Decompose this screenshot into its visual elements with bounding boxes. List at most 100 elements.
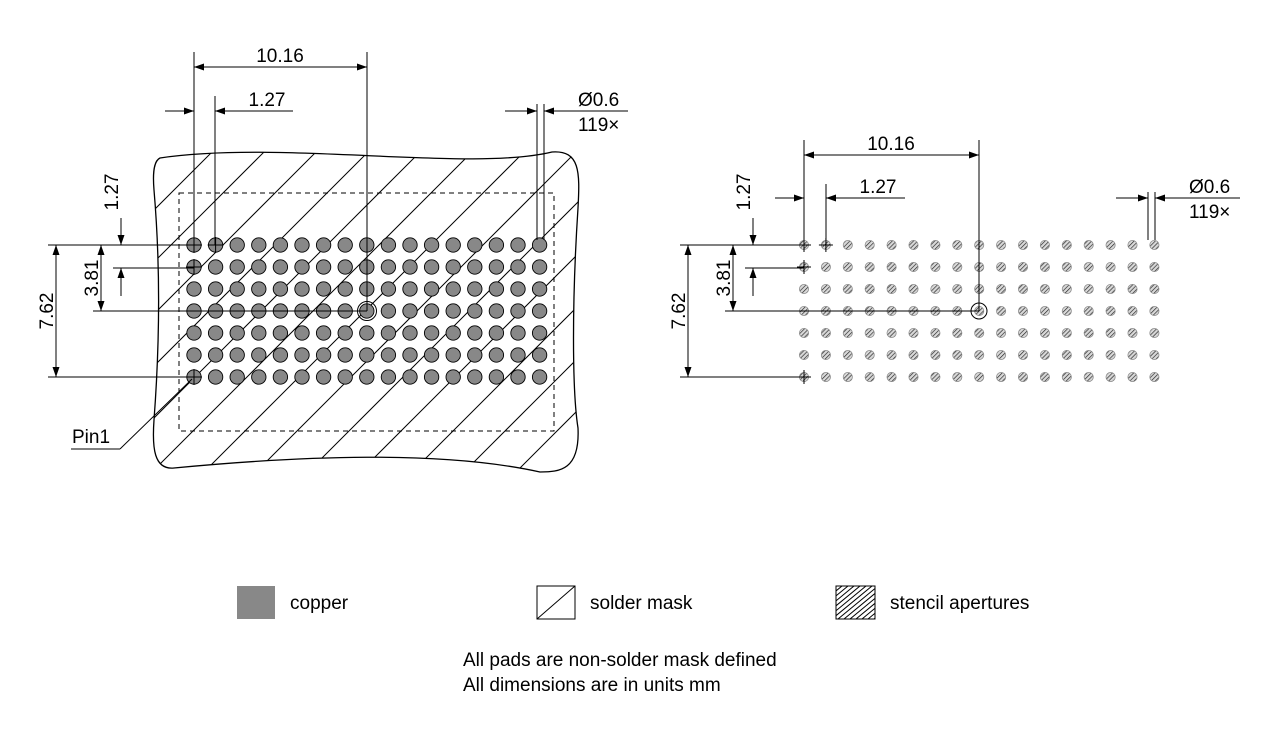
copper-pad bbox=[229, 369, 245, 385]
stencil-aperture bbox=[886, 239, 897, 250]
stencil-aperture bbox=[974, 327, 985, 338]
copper-swatch bbox=[237, 586, 275, 619]
legend: copper solder mask stencil apertures bbox=[237, 585, 1029, 620]
stencil-aperture bbox=[1127, 239, 1138, 250]
copper-pad bbox=[272, 259, 289, 275]
copper-pad bbox=[359, 369, 375, 385]
copper-pad bbox=[315, 237, 332, 253]
pad-reference-mark bbox=[186, 259, 202, 275]
dim-pitch-x-left: 1.27 bbox=[165, 90, 293, 245]
stencil-aperture bbox=[1149, 371, 1160, 382]
copper-pad bbox=[315, 347, 332, 363]
copper-pad bbox=[423, 303, 440, 319]
copper-pad bbox=[251, 259, 267, 275]
stencil-aperture bbox=[864, 261, 875, 272]
copper-pad bbox=[294, 281, 310, 297]
copper-pad bbox=[251, 347, 267, 363]
stencil-aperture bbox=[1149, 239, 1160, 250]
legend-label-solder-mask: solder mask bbox=[590, 593, 693, 614]
copper-pad bbox=[531, 369, 548, 385]
stencil-aperture bbox=[886, 327, 897, 338]
legend-item-copper: copper bbox=[237, 586, 349, 619]
copper-pad bbox=[380, 347, 397, 363]
copper-pad bbox=[229, 237, 245, 253]
stencil-aperture bbox=[1061, 261, 1072, 272]
legend-label-stencil: stencil apertures bbox=[890, 593, 1029, 614]
copper-pad bbox=[380, 237, 397, 253]
stencil-aperture bbox=[952, 327, 963, 338]
copper-pad bbox=[380, 303, 397, 319]
dim-pad-diameter-label: Ø0.6 bbox=[1189, 177, 1230, 198]
copper-pad bbox=[510, 281, 526, 297]
stencil-aperture bbox=[886, 371, 897, 382]
dim-pitch-y-label: 1.27 bbox=[734, 174, 755, 211]
copper-pad bbox=[207, 259, 224, 275]
copper-pad bbox=[510, 325, 526, 341]
copper-pad bbox=[402, 303, 418, 319]
stencil-aperture bbox=[820, 327, 831, 338]
stencil-aperture bbox=[1105, 349, 1116, 360]
copper-pad bbox=[337, 281, 353, 297]
stencil-aperture bbox=[974, 349, 985, 360]
note-line-2: All dimensions are in units mm bbox=[463, 675, 721, 696]
copper-pad bbox=[229, 259, 245, 275]
dim-span-x-left: 10.16 bbox=[193, 46, 368, 311]
stencil-aperture bbox=[1083, 239, 1094, 250]
stencil-aperture bbox=[864, 349, 875, 360]
notes-block: All pads are non-solder mask defined All… bbox=[463, 648, 777, 698]
dim-pad-count-label: 119× bbox=[1189, 202, 1230, 223]
copper-pad bbox=[294, 237, 310, 253]
copper-pad bbox=[186, 281, 202, 297]
dim-span-y-left: 7.62 bbox=[37, 244, 194, 378]
copper-view: 10.16 1.27 Ø0.6 119× 1.27 bbox=[37, 46, 628, 473]
copper-pad bbox=[272, 281, 289, 297]
stencil-aperture bbox=[1018, 371, 1029, 382]
legend-item-solder-mask: solder mask bbox=[536, 585, 693, 620]
copper-pad bbox=[510, 303, 526, 319]
stencil-aperture bbox=[1083, 261, 1094, 272]
stencil-aperture bbox=[1061, 239, 1072, 250]
copper-pad bbox=[294, 259, 310, 275]
copper-pad bbox=[531, 303, 548, 319]
copper-pad bbox=[380, 325, 397, 341]
stencil-aperture bbox=[842, 283, 853, 294]
stencil-aperture bbox=[1105, 283, 1116, 294]
copper-pad bbox=[337, 237, 353, 253]
dim-half-y-right: 3.81 bbox=[714, 245, 979, 312]
copper-pad bbox=[467, 237, 483, 253]
stencil-aperture bbox=[1039, 327, 1050, 338]
stencil-aperture bbox=[864, 283, 875, 294]
copper-pad bbox=[423, 259, 440, 275]
stencil-aperture bbox=[799, 349, 810, 360]
dim-pad-count-label: 119× bbox=[578, 115, 619, 136]
copper-pad bbox=[531, 281, 548, 297]
copper-pad bbox=[272, 325, 289, 341]
copper-pad bbox=[510, 369, 526, 385]
legend-item-stencil: stencil apertures bbox=[835, 585, 1029, 620]
stencil-aperture bbox=[930, 349, 941, 360]
stencil-aperture bbox=[820, 371, 831, 382]
copper-pad bbox=[488, 325, 505, 341]
stencil-aperture bbox=[1149, 305, 1160, 316]
copper-pad bbox=[402, 259, 418, 275]
stencil-aperture bbox=[799, 327, 810, 338]
stencil-aperture bbox=[1149, 283, 1160, 294]
note-line-1: All pads are non-solder mask defined bbox=[463, 650, 777, 671]
stencil-aperture bbox=[1127, 371, 1138, 382]
stencil-aperture bbox=[1127, 349, 1138, 360]
copper-pad bbox=[229, 281, 245, 297]
solder-mask-region bbox=[152, 151, 580, 473]
stencil-aperture bbox=[1061, 371, 1072, 382]
copper-pad bbox=[467, 259, 483, 275]
copper-pad bbox=[445, 259, 461, 275]
copper-pad bbox=[294, 369, 310, 385]
stencil-aperture bbox=[908, 261, 919, 272]
copper-pad bbox=[251, 237, 267, 253]
stencil-aperture bbox=[930, 261, 941, 272]
stencil-aperture-array bbox=[797, 238, 1160, 384]
stencil-aperture bbox=[930, 283, 941, 294]
stencil-aperture bbox=[1105, 239, 1116, 250]
copper-pad bbox=[423, 325, 440, 341]
copper-pad bbox=[488, 259, 505, 275]
copper-pad bbox=[531, 259, 548, 275]
